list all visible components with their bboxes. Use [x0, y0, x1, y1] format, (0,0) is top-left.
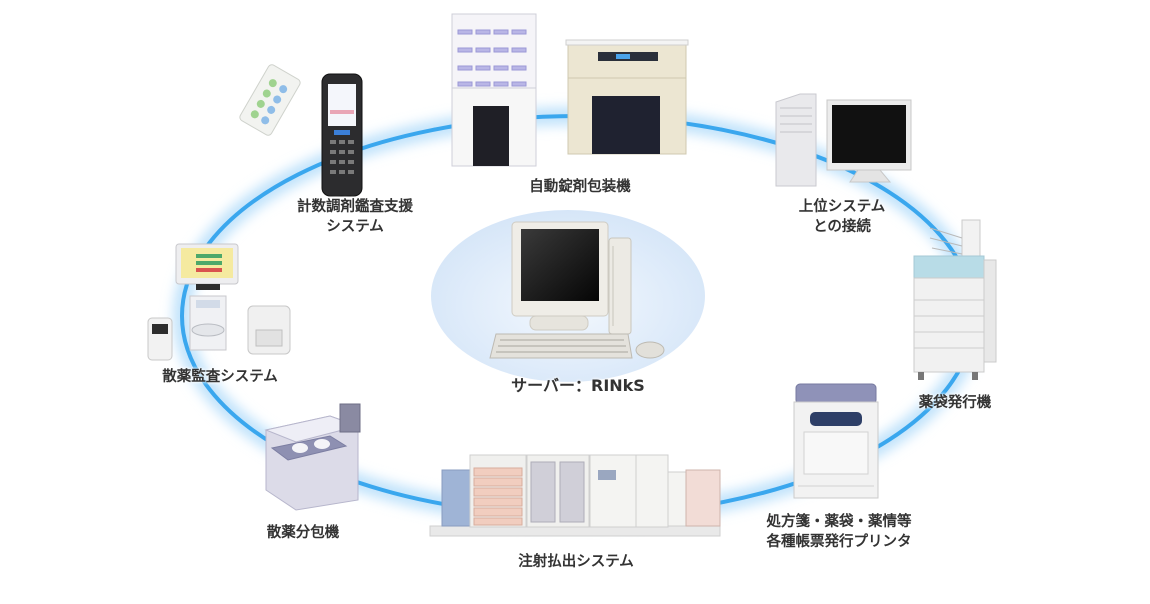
node-label-count-dispensing-audit: 計数調剤鑑査支援 システム	[272, 197, 438, 237]
node-label-powder-packager: 散薬分包機	[248, 523, 358, 543]
node-label-line: 処方箋・薬袋・薬情等	[766, 514, 912, 530]
node-label-auto-tablet-packager: 自動錠剤包装機	[500, 177, 660, 197]
node-label-line: との接続	[813, 219, 871, 235]
center-server-label: サーバー：RINkS	[511, 376, 645, 395]
server-pc-icon	[431, 210, 705, 382]
node-label-line: 散薬監査システム	[162, 369, 278, 385]
node-label-line: 注射払出システム	[518, 554, 634, 570]
powder-audit-scale-icon	[147, 243, 291, 361]
powder-packaging-machine-icon	[264, 403, 361, 511]
node-label-line: 散薬分包機	[266, 525, 340, 541]
node-label-powder-audit: 散薬監査システム	[140, 367, 300, 387]
node-label-line: 上位システム	[798, 199, 886, 215]
bag-printer-icon	[913, 219, 997, 380]
node-label-line: 薬袋発行機	[918, 395, 992, 411]
host-computer-icon	[775, 93, 912, 187]
node-label-line: 計数調剤鑑査支援	[297, 199, 413, 215]
injection-dispensing-machine-icon	[429, 454, 721, 537]
laser-printer-icon	[793, 383, 879, 499]
handheld-terminal-icon	[239, 64, 363, 197]
node-label-form-printer: 処方箋・薬袋・薬情等 各種帳票発行プリンタ	[748, 512, 930, 552]
node-label-host-system: 上位システム との接続	[772, 197, 912, 237]
node-label-line: システム	[326, 219, 384, 235]
tablet-packaging-machine-icon	[451, 13, 689, 167]
node-label-line: 自動錠剤包装機	[529, 179, 631, 195]
node-label-medicine-bag-issuer: 薬袋発行機	[900, 393, 1010, 413]
node-label-injection-dispensing: 注射払出システム	[496, 552, 656, 572]
node-label-line: 各種帳票発行プリンタ	[766, 534, 912, 550]
